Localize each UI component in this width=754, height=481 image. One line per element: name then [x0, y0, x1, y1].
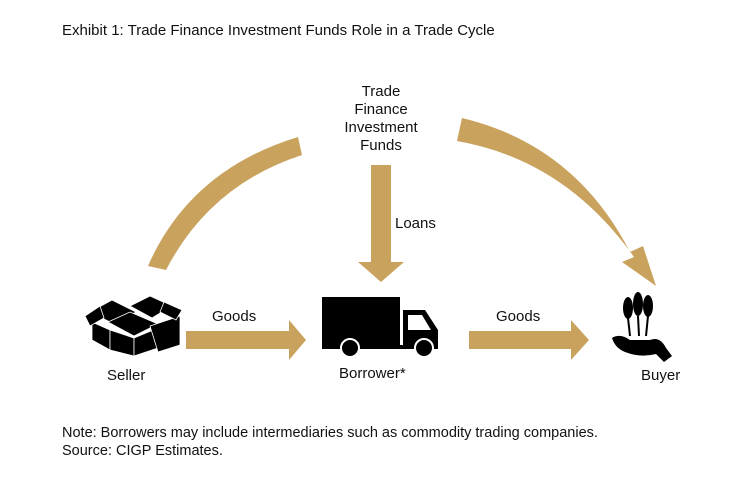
borrower-label: Borrower*	[339, 365, 406, 382]
goods-label-2: Goods	[496, 308, 541, 325]
arc-funds-to-buyer	[457, 118, 656, 286]
node-trade-finance-funds: Trade Finance Investment Funds	[321, 83, 441, 155]
boxes-icon	[84, 295, 183, 357]
buyer-label: Buyer	[641, 367, 681, 384]
arc-seller-to-funds	[148, 137, 302, 270]
exhibit-title: Exhibit 1: Trade Finance Investment Fund…	[62, 22, 495, 39]
goods-label-1: Goods	[212, 308, 257, 325]
note-text: Note: Borrowers may include intermediari…	[62, 425, 598, 441]
wheat-hand-icon	[612, 292, 672, 362]
funds-line: Finance	[354, 101, 408, 118]
goods-arrow-2	[469, 320, 589, 360]
source-text: Source: CIGP Estimates.	[62, 443, 223, 459]
goods-arrow-1	[186, 320, 306, 360]
loans-arrow	[358, 165, 404, 282]
truck-icon	[322, 297, 438, 358]
funds-line: Investment	[344, 119, 418, 136]
footnote: Note: Borrowers may include intermediari…	[62, 424, 598, 460]
funds-line: Funds	[360, 137, 402, 154]
funds-line: Trade	[361, 83, 401, 100]
loans-label: Loans	[395, 215, 436, 232]
seller-label: Seller	[107, 367, 146, 384]
